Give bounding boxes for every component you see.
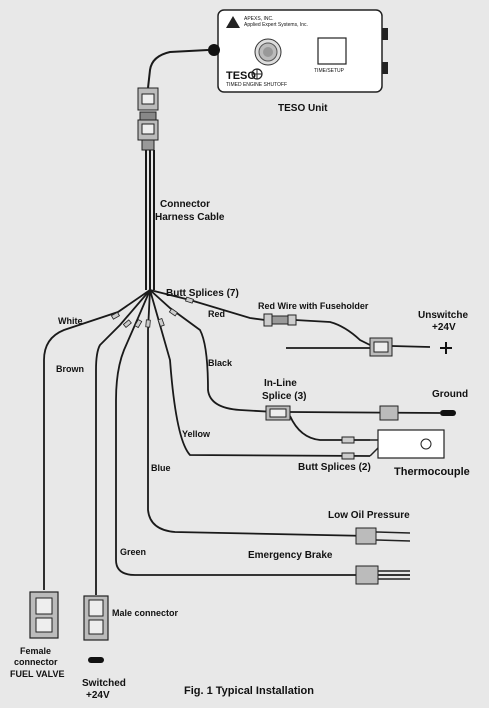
- unswitched-connector: [369, 337, 393, 357]
- low-oil-connector: [355, 527, 411, 545]
- thermocouple: [369, 429, 445, 459]
- butt-splices-2-label: Butt Splices (2): [298, 462, 371, 473]
- brown-wire-label: Brown: [56, 364, 84, 374]
- teso-unit: APEXS, INC. Applied Expert Systems, Inc.…: [217, 9, 388, 114]
- male-connector-label: Male connector: [112, 608, 179, 618]
- emergency-brake-connector: [355, 565, 410, 585]
- ground-label: Ground: [432, 389, 468, 400]
- fuseholder: [263, 313, 297, 327]
- female-connector-label-2: connector: [14, 657, 58, 667]
- red-wire-fuse-label: Red Wire with Fuseholder: [258, 301, 369, 311]
- red-wire-label: Red: [208, 309, 225, 319]
- time-setup-label: TIME/SETUP: [314, 68, 345, 74]
- female-connector-label-3: FUEL VALVE: [10, 669, 65, 679]
- connector-label-1: Connector: [160, 199, 210, 210]
- harness-connector: [137, 87, 159, 151]
- unswitched-label-1: Unswitche: [418, 310, 468, 321]
- thermocouple-label: Thermocouple: [394, 466, 470, 478]
- inline-splice: [265, 405, 291, 421]
- switched-label-2: +24V: [86, 690, 110, 701]
- unit-brand-sub: Applied Expert Systems, Inc.: [244, 22, 308, 28]
- figure-caption: Fig. 1 Typical Installation: [184, 685, 314, 697]
- switched-minus-icon: [88, 657, 104, 663]
- teso-logo-sub: TIMED ENGINE SHUTOFF: [226, 82, 287, 88]
- white-wire-label: White: [58, 316, 83, 326]
- teso-logo: TESO: [226, 70, 256, 82]
- green-wire-label: Green: [120, 547, 146, 557]
- fan-wires: [43, 289, 441, 595]
- male-connector: [83, 595, 109, 641]
- unit-tab-top: [382, 28, 388, 40]
- connector-label-2: Harness Cable: [155, 212, 225, 223]
- switched-label-1: Switched: [82, 678, 126, 689]
- ground-connector: [379, 405, 399, 421]
- unswitched-label-2: +24V: [432, 322, 456, 333]
- apexs-logo-icon: [226, 16, 240, 28]
- butt-splices-2: [341, 436, 355, 460]
- unit-brand: APEXS, INC.: [244, 16, 273, 22]
- harness-wires: [145, 44, 220, 290]
- teso-logo-mark-icon: [251, 68, 263, 80]
- yellow-wire-label: Yellow: [182, 429, 211, 439]
- low-oil-label: Low Oil Pressure: [328, 510, 410, 521]
- butt-splices-7-label: Butt Splices (7): [166, 288, 239, 299]
- knob-icon: [254, 38, 282, 66]
- inline-splice-label-1: In-Line: [264, 378, 297, 389]
- inline-splice-label-2: Splice (3): [262, 391, 306, 402]
- butt-splices-7: [110, 296, 194, 329]
- emergency-brake-label: Emergency Brake: [248, 550, 333, 561]
- black-wire-label: Black: [208, 358, 233, 368]
- blue-wire-label: Blue: [151, 463, 171, 473]
- unit-tab-bottom: [382, 62, 388, 74]
- female-connector-label-1: Female: [20, 646, 51, 656]
- teso-unit-caption: TESO Unit: [278, 103, 328, 114]
- plus-icon: [440, 342, 452, 354]
- ground-minus-icon: [440, 410, 456, 416]
- time-setup-button: [317, 37, 347, 65]
- female-connector: [29, 591, 59, 639]
